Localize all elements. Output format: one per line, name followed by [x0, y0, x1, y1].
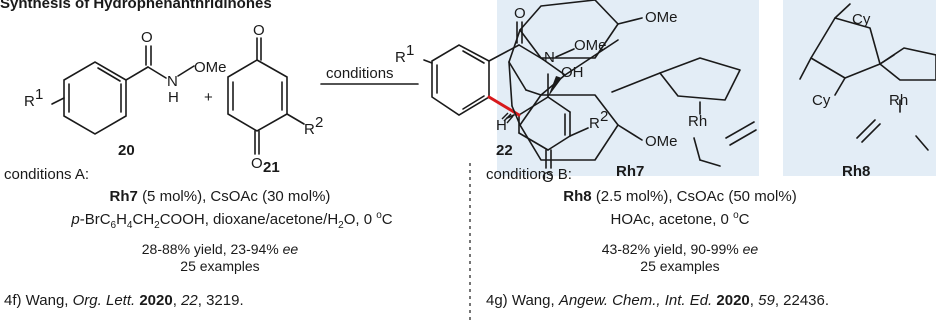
conditions-b-solvent-line: HOAc, acetone, 0 oC [610, 210, 750, 228]
compound-20-label: 20 [118, 142, 135, 159]
amide-OMe: OMe [194, 59, 227, 76]
product-OH: OH [561, 64, 584, 81]
conditions-b-examples: 25 examples [640, 258, 720, 274]
product-R2-sup: 2 [600, 108, 608, 125]
product-ketone-O: O [542, 169, 554, 186]
conditions-b-reference: 4g) Wang, Angew. Chem., Int. Ed. 2020, 5… [486, 292, 830, 309]
product-R1-R: R [395, 49, 406, 66]
conditions-a-acid-line: p-BrC6H4CH2COOH, dioxane/acetone/H2O, 0 … [71, 210, 393, 231]
conditions-a-catalyst-line: Rh7 (5 mol%), CsOAc (30 mol%) [109, 188, 331, 205]
arrow-conditions-label: conditions [326, 65, 394, 82]
conditions-b-yield: 43-82% yield, 90-99% ee [601, 241, 759, 257]
rh8-Rh: Rh [889, 92, 908, 109]
rh8-label: Rh8 [842, 163, 870, 180]
quinone-top-O: O [253, 22, 265, 39]
amide-R1-R: R [24, 93, 35, 110]
product-H: H [496, 117, 507, 134]
rh7-OMe-top: OMe [645, 9, 678, 26]
rh7-panel [497, 0, 759, 176]
rh8-panel [783, 0, 936, 176]
amide-carbonyl-O: O [141, 29, 153, 46]
product-carbonyl-O: O [514, 5, 526, 22]
quinone-R2-R: R [304, 121, 315, 138]
quinone-R2-sup: 2 [315, 114, 323, 131]
rh8-Cy-left: Cy [812, 92, 831, 109]
rh7-label: Rh7 [616, 163, 644, 180]
rh7-catalyst-structure [508, 0, 757, 167]
amide-N: N [167, 73, 178, 90]
compound-20-structure [51, 45, 195, 135]
rh7-Rh: Rh [688, 113, 707, 130]
product-R1-sup: 1 [406, 42, 414, 59]
amide-H: H [168, 89, 179, 106]
compound-21-structure [227, 37, 305, 155]
rh7-OMe-bottom: OMe [645, 133, 678, 150]
conditions-b-heading: conditions B: [486, 166, 572, 183]
conditions-a-yield: 28-88% yield, 23-94% ee [141, 241, 299, 257]
conditions-b-catalyst-line: Rh8 (2.5 mol%), CsOAc (50 mol%) [563, 188, 797, 205]
product-N: N [544, 49, 555, 66]
conditions-a-heading: conditions A: [4, 166, 90, 183]
product-OMe: OMe [574, 37, 607, 54]
conditions-a-reference: 4f) Wang, Org. Lett. 2020, 22, 3219. [4, 292, 244, 309]
product-R2-R: R [589, 115, 600, 132]
compound-22-label: 22 [496, 142, 513, 159]
plus-sign: + [204, 89, 213, 106]
rh8-catalyst-structure [799, 3, 936, 151]
hashed-bond-H [501, 112, 514, 124]
rh8-Cy-top: Cy [852, 11, 871, 28]
scheme-heading: Synthesis of Hydrophenanthridinones [0, 0, 272, 12]
quinone-bottom-O: O [251, 155, 263, 172]
amide-R1-sup: 1 [35, 86, 43, 103]
compound-21-label: 21 [263, 159, 280, 176]
conditions-a-examples: 25 examples [180, 258, 260, 274]
